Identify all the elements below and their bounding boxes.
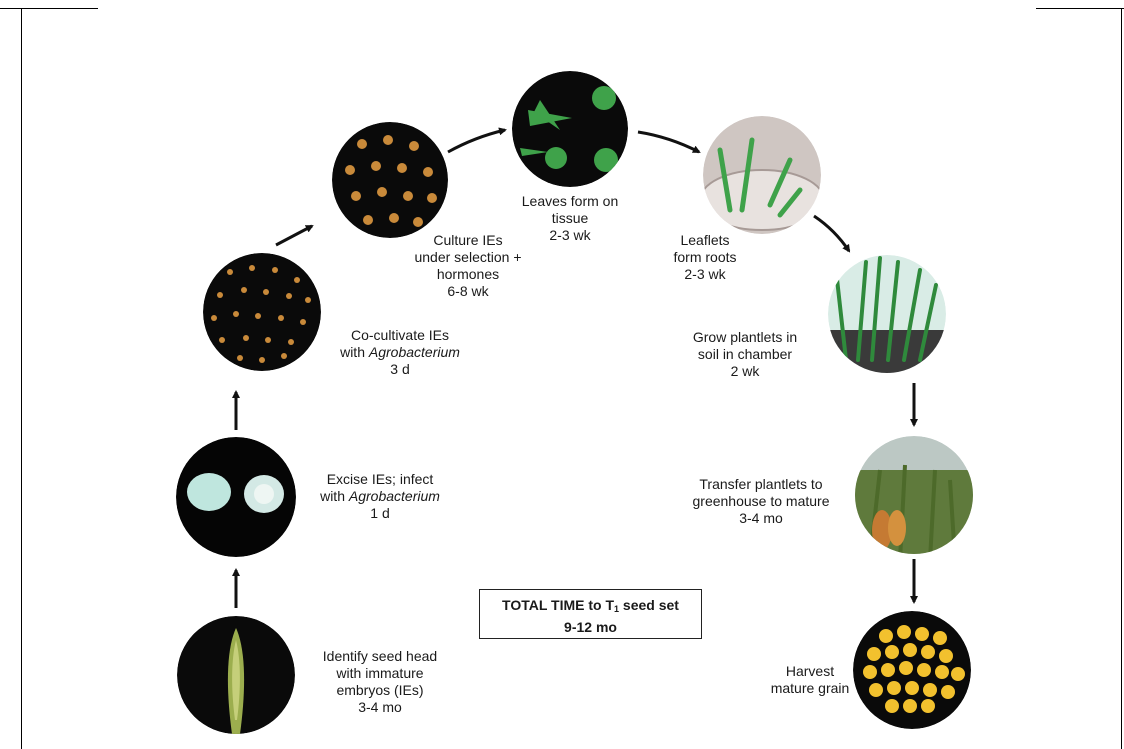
arrow-3: [276, 226, 312, 245]
total-time-box: TOTAL TIME to T1 seed set 9-12 mo: [479, 589, 702, 639]
caption-roots-line-1: Leaflets: [655, 232, 755, 249]
caption-transfer: Transfer plantlets to greenhouse to matu…: [676, 476, 846, 527]
arrow-4: [448, 130, 505, 152]
plantlets-in-soil-photo: [828, 255, 946, 380]
harvested-grain-photo: [853, 611, 971, 729]
caption-culture-line-4: 6-8 wk: [393, 283, 543, 300]
caption-roots: Leaflets form roots 2-3 wk: [655, 232, 755, 283]
caption-transfer-line-2: greenhouse to mature: [676, 493, 846, 510]
caption-leaves-line-2: tissue: [505, 210, 635, 227]
caption-grow: Grow plantlets in soil in chamber 2 wk: [670, 329, 820, 380]
caption-excise: Excise IEs; infect with Agrobacterium 1 …: [300, 471, 460, 522]
greenhouse-plants-photo: [855, 436, 973, 560]
caption-excise-line-2: with Agrobacterium: [300, 488, 460, 505]
caption-identify-line-4: 3-4 mo: [300, 699, 460, 716]
caption-harvest: Harvest mature grain: [760, 663, 860, 697]
caption-culture-line-3: hormones: [393, 266, 543, 283]
caption-identify-line-1: Identify seed head: [300, 648, 460, 665]
agrobacterium-term: Agrobacterium: [369, 344, 460, 360]
caption-leaves-line-3: 2-3 wk: [505, 227, 635, 244]
caption-transfer-line-1: Transfer plantlets to: [676, 476, 846, 493]
caption-excise-line-3: 1 d: [300, 505, 460, 522]
caption-grow-line-3: 2 wk: [670, 363, 820, 380]
arrow-6: [814, 216, 849, 251]
caption-roots-line-2: form roots: [655, 249, 755, 266]
arrow-5: [638, 132, 699, 152]
agrobacterium-term: Agrobacterium: [349, 488, 440, 504]
rooting-petri-dish-photo: [700, 116, 824, 234]
caption-harvest-line-1: Harvest: [760, 663, 860, 680]
caption-leaves: Leaves form on tissue 2-3 wk: [505, 193, 635, 244]
embryos-on-plate-photo: [203, 253, 321, 371]
caption-transfer-line-3: 3-4 mo: [676, 510, 846, 527]
total-time-duration: 9-12 mo: [480, 618, 701, 636]
caption-grow-line-1: Grow plantlets in: [670, 329, 820, 346]
caption-cocultivate: Co-cultivate IEs with Agrobacterium 3 d: [320, 327, 480, 378]
caption-leaves-line-1: Leaves form on: [505, 193, 635, 210]
leaf-formation-photo: [512, 71, 628, 187]
caption-excise-line-1: Excise IEs; infect: [300, 471, 460, 488]
caption-identify: Identify seed head with immature embryos…: [300, 648, 460, 716]
caption-culture-line-2: under selection +: [393, 249, 543, 266]
caption-roots-line-3: 2-3 wk: [655, 266, 755, 283]
caption-identify-line-2: with immature: [300, 665, 460, 682]
total-time-label: TOTAL TIME to T1 seed set: [480, 596, 701, 618]
caption-cocultivate-line-2: with Agrobacterium: [320, 344, 480, 361]
caption-harvest-line-2: mature grain: [760, 680, 860, 697]
caption-cocultivate-line-1: Co-cultivate IEs: [320, 327, 480, 344]
callus-culture-photo: [332, 122, 448, 238]
sorghum-seed-head-photo: [177, 616, 295, 734]
excised-embryos-photo: [176, 437, 296, 557]
caption-cocultivate-line-3: 3 d: [320, 361, 480, 378]
caption-identify-line-3: embryos (IEs): [300, 682, 460, 699]
caption-grow-line-2: soil in chamber: [670, 346, 820, 363]
